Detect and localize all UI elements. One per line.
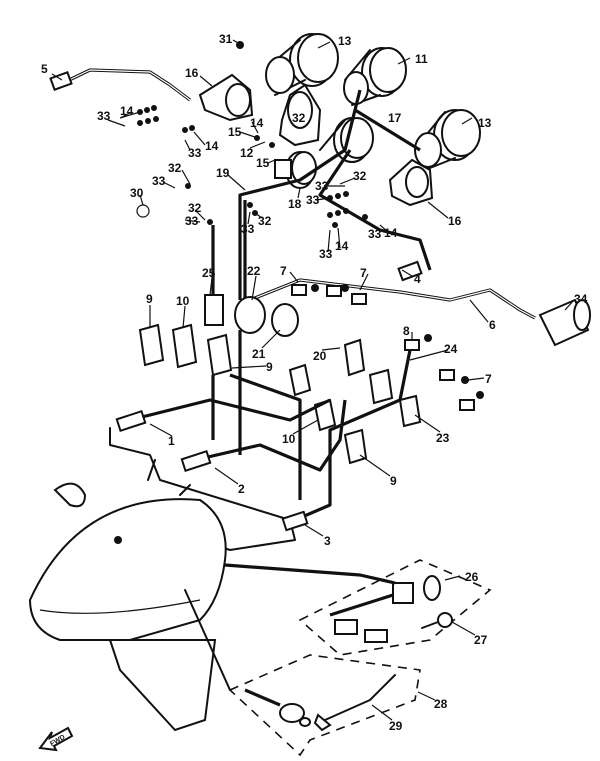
callout-8: 8 [403, 324, 410, 338]
relay-22 [234, 296, 266, 334]
callout-26: 26 [465, 570, 479, 584]
relay-21 [271, 303, 299, 337]
connector-2 [180, 450, 212, 472]
callout-7: 7 [280, 264, 287, 278]
callout-9: 9 [390, 474, 397, 488]
key-27 [421, 612, 453, 629]
callout-12: 12 [240, 146, 254, 160]
callout-13: 13 [478, 116, 492, 130]
callout-19: 19 [216, 166, 230, 180]
callout-24: 24 [444, 342, 458, 356]
callout-6: 6 [489, 318, 496, 332]
callout-14: 14 [250, 116, 264, 130]
callout-34: 34 [574, 292, 588, 306]
harness-1 [129, 398, 331, 422]
callout-11: 11 [415, 52, 428, 66]
connector-1 [115, 410, 147, 432]
callout-28: 28 [434, 697, 448, 711]
gauge-11 [343, 47, 407, 106]
callout-30: 30 [130, 186, 144, 200]
callout-10: 10 [176, 294, 190, 308]
gauge-18 [274, 151, 317, 189]
callout-33: 33 [315, 179, 329, 193]
callout-33: 33 [368, 227, 382, 241]
callout-14: 14 [335, 239, 349, 253]
callout-32: 32 [258, 214, 272, 228]
callout-33: 33 [97, 109, 111, 123]
leader-lines [51, 39, 575, 721]
callout-15: 15 [228, 125, 242, 139]
callout-33: 33 [152, 174, 166, 188]
callout-32: 32 [188, 201, 202, 215]
connector-3 [281, 510, 309, 532]
callout-21: 21 [252, 347, 266, 361]
callout-29: 29 [389, 719, 403, 733]
harness-3 [294, 349, 412, 522]
gauge-13-top [265, 33, 339, 96]
kit-box-26 [298, 559, 492, 656]
connector-4 [397, 260, 423, 282]
callout-33: 33 [241, 222, 255, 236]
ring-30 [136, 204, 150, 218]
callout-9: 9 [146, 292, 153, 306]
callout-20: 20 [313, 349, 327, 363]
callout-7: 7 [360, 266, 367, 280]
callout-10: 10 [282, 432, 296, 446]
switches-center [288, 338, 422, 465]
callout-33: 33 [185, 214, 199, 228]
callout-labels: 1 2 3 4 5 6 7 7 7 8 9 9 9 10 10 11 12 13… [41, 32, 588, 748]
callout-13: 13 [338, 34, 352, 48]
callout-33: 33 [306, 193, 320, 207]
callout-32: 32 [292, 111, 306, 125]
callout-5: 5 [41, 62, 48, 76]
callout-14: 14 [384, 226, 398, 240]
callout-3: 3 [324, 534, 331, 548]
bracket-16-right [388, 158, 434, 207]
switch-26 [224, 563, 441, 643]
callout-33: 33 [319, 247, 333, 261]
callout-22: 22 [247, 264, 261, 278]
wire-harness-5 [64, 68, 191, 102]
gauge-wiring [211, 89, 432, 300]
fwd-arrow-icon [38, 726, 74, 752]
callout-16: 16 [185, 66, 199, 80]
bracket-12 [278, 83, 322, 147]
wrench-29 [313, 674, 396, 732]
callout-31: 31 [219, 32, 233, 46]
callout-15: 15 [256, 156, 270, 170]
callout-14: 14 [205, 139, 219, 153]
callout-33: 33 [188, 146, 202, 160]
capacitor-34 [538, 298, 591, 347]
callout-17: 17 [388, 111, 402, 125]
callout-16: 16 [448, 214, 462, 228]
kit-box-28 [228, 654, 421, 757]
sensor-28 [244, 688, 311, 727]
callout-7: 7 [485, 372, 492, 386]
callout-14: 14 [120, 104, 134, 118]
callout-25: 25 [202, 266, 216, 280]
callout-4: 4 [414, 272, 421, 286]
bracket-16-left [198, 73, 254, 122]
console-hull [28, 482, 231, 732]
callout-32: 32 [353, 169, 367, 183]
callout-1: 1 [168, 434, 175, 448]
switches-left [138, 323, 233, 377]
callout-18: 18 [288, 197, 302, 211]
callout-2: 2 [238, 482, 245, 496]
callout-27: 27 [474, 633, 488, 647]
callout-23: 23 [436, 431, 450, 445]
callout-32: 32 [168, 161, 182, 175]
callout-9: 9 [266, 360, 273, 374]
